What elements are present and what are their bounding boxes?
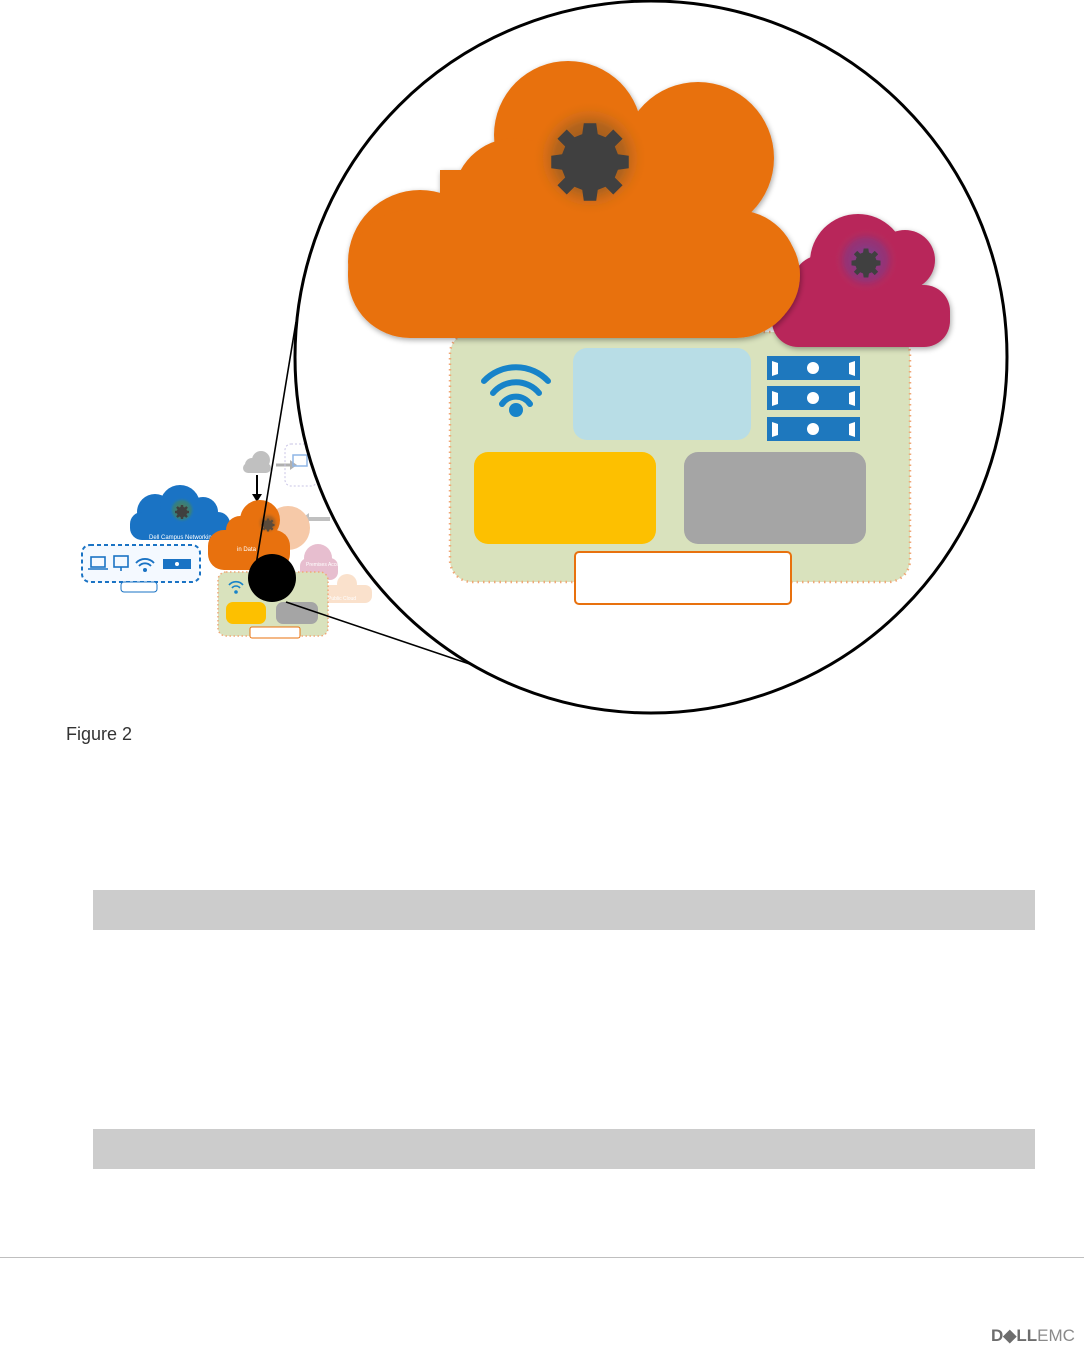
zoom-source-dot bbox=[248, 554, 296, 602]
zoom-line-top bbox=[255, 321, 297, 566]
server-stack-icon bbox=[767, 356, 860, 441]
dell-emc-logo: D◆LLEMC bbox=[991, 1326, 1075, 1346]
gear-icon bbox=[851, 248, 881, 278]
footer-divider bbox=[0, 1257, 1084, 1258]
wifi-icon bbox=[481, 364, 551, 417]
logo-emc: EMC bbox=[1037, 1326, 1075, 1345]
mini-gray-cloud bbox=[243, 451, 271, 473]
datacenter-cloud-label: in Data bbox=[237, 547, 257, 553]
magenta-cloud bbox=[772, 214, 950, 347]
mini-green-panel bbox=[217, 571, 329, 639]
figure-caption: Figure 2 bbox=[66, 724, 133, 744]
zoomed-panel bbox=[448, 330, 912, 605]
gear-icon bbox=[175, 505, 189, 519]
gear-icon bbox=[551, 123, 629, 201]
laptop-icon bbox=[90, 556, 106, 568]
yellow-box bbox=[474, 452, 656, 544]
light-blue-box bbox=[573, 348, 751, 440]
premises-cloud-label: Premises Access bbox=[306, 562, 345, 568]
mini-campus-panel bbox=[81, 544, 201, 593]
orange-cloud bbox=[348, 61, 800, 338]
campus-cloud-label: Dell Campus Networking bbox=[149, 535, 215, 541]
public-cloud-label: Public Cloud bbox=[328, 596, 356, 602]
mini-datacenter-cloud: in Data bbox=[208, 500, 310, 570]
logo-dell: D◆LL bbox=[991, 1326, 1038, 1345]
mini-diagram: Dell Campus Networking in Data bbox=[81, 443, 372, 639]
gray-box bbox=[684, 452, 866, 544]
gray-bar-2 bbox=[93, 1129, 1035, 1169]
gray-bar-1 bbox=[93, 890, 1035, 930]
figure-diagram: Dell Campus Networking in Data bbox=[81, 0, 1009, 715]
mini-public-cloud: Public Cloud bbox=[322, 574, 372, 603]
label-box bbox=[574, 551, 792, 605]
mini-campus-cloud: Dell Campus Networking bbox=[130, 485, 230, 541]
